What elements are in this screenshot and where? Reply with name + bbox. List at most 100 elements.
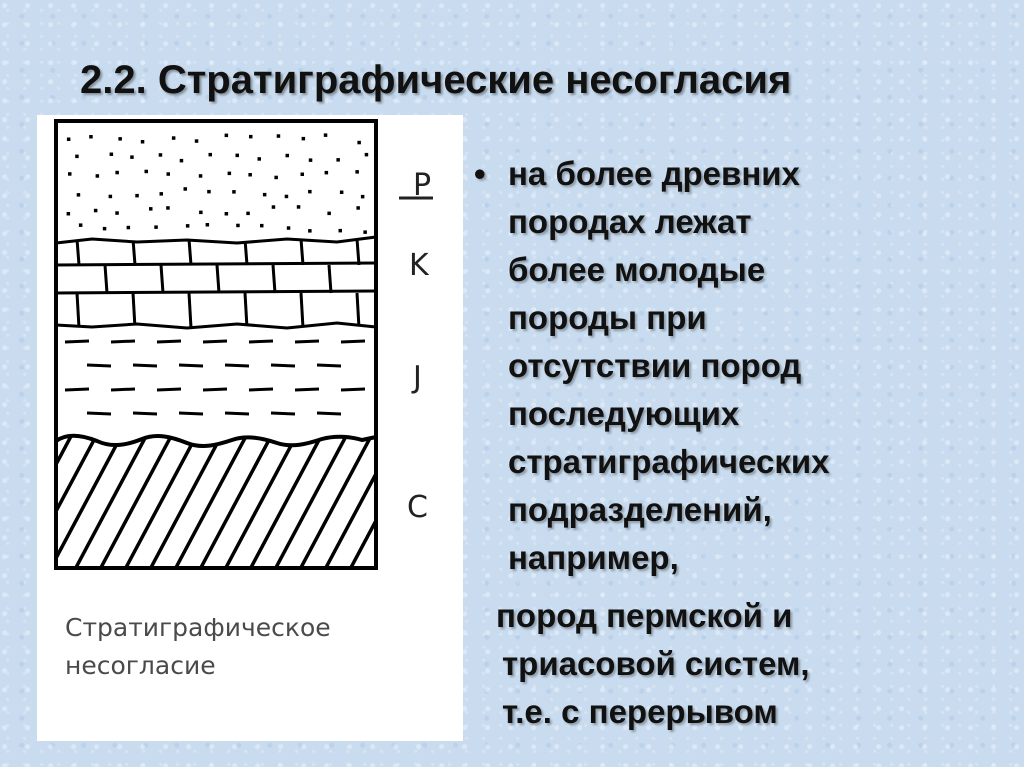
sand-dot [208, 152, 212, 157]
sand-dot [75, 154, 79, 159]
hatch-line [95, 435, 179, 568]
clay-dash [110, 387, 136, 392]
brick-joint [131, 238, 137, 266]
sand-dot [115, 211, 119, 215]
sand-dot [93, 208, 98, 213]
clay-dash [294, 339, 320, 344]
hatch-line [170, 435, 254, 568]
sand-dot [199, 210, 203, 215]
clay-dash [270, 411, 296, 416]
clay-dash [178, 363, 204, 368]
sand-dot [260, 223, 264, 228]
brick-joint [187, 238, 193, 266]
sand-dot [363, 230, 367, 234]
clay-dash [110, 339, 136, 344]
clay-dash [294, 387, 320, 392]
sand-dot [135, 193, 139, 198]
brick-joint [299, 292, 305, 328]
sand-dot [158, 153, 163, 157]
sand-dot [284, 194, 289, 199]
sand-dot [95, 174, 100, 178]
sand-dot [285, 153, 289, 158]
sand-dot [338, 228, 342, 233]
hatch-line [220, 435, 304, 568]
sand-dot [118, 137, 122, 141]
sand-dot [166, 206, 170, 210]
hatch-line [70, 435, 154, 568]
sand-dot [109, 152, 114, 156]
sand-dot [154, 225, 158, 229]
sand-dot [171, 136, 176, 140]
clay-dash [64, 387, 90, 392]
clay-dash [340, 387, 366, 392]
sand-dot [144, 169, 148, 174]
sand-dot [249, 134, 253, 139]
sand-dot [66, 212, 71, 216]
unconformity-boundary [54, 433, 377, 449]
sand-dot [246, 211, 250, 216]
continuation-line-3: т.е. с перерывом [502, 693, 778, 730]
hatch-line [120, 435, 204, 568]
bullet-line-6: последующих [508, 395, 740, 432]
hatch-line [295, 435, 376, 568]
label-p: P [413, 168, 431, 203]
clay-layer-dashes [64, 339, 366, 416]
sand-dot [149, 207, 153, 211]
sand-dot [364, 152, 369, 157]
sand-dot [198, 174, 203, 178]
continuation-line-1: пород пермской и [496, 597, 793, 634]
sand-dot [115, 170, 119, 175]
sand-dot [140, 140, 145, 144]
limestone-bottom-boundary [55, 321, 377, 330]
label-j: J [411, 360, 422, 395]
sand-dot [308, 189, 312, 194]
caption-line-2: несогласие [65, 651, 216, 680]
sand-dot [339, 190, 344, 194]
brick-joint [159, 264, 165, 294]
bullet-line-7: стратиграфических [508, 443, 830, 480]
hatch-line [56, 435, 79, 568]
brick-joint [355, 292, 361, 328]
clay-dash [270, 363, 296, 368]
sand-dot [130, 155, 134, 159]
brick-joint [131, 292, 137, 328]
sand-dot [323, 133, 328, 137]
clay-dash [156, 339, 182, 344]
sand-dot [224, 133, 229, 138]
bullet-line-2: породах лежат [508, 203, 752, 240]
clay-dash [132, 411, 158, 416]
sand-dot [78, 223, 83, 227]
caption-line-1: Стратиграфическое [65, 613, 331, 642]
clay-dash [64, 339, 90, 344]
sand-dot [205, 223, 210, 227]
clay-dash [86, 411, 112, 416]
brick-joint [327, 264, 333, 294]
sand-dot [102, 226, 107, 231]
hatch-line [345, 435, 376, 568]
brick-joint [187, 292, 193, 328]
sand-dot [236, 223, 240, 228]
brick-joint [271, 264, 277, 294]
sand-dot [185, 224, 190, 228]
hatch-line [270, 435, 354, 568]
sand-dot [301, 136, 306, 141]
limestone-layer-bricks [56, 238, 376, 328]
sand-dot [308, 158, 313, 162]
sand-dot [179, 158, 184, 163]
continuation-text: пород пермской и триасовой систем, т.е. … [470, 592, 1010, 736]
sand-dot [66, 137, 71, 141]
slide-title: 2.2. Стратиграфические несогласия [80, 58, 792, 102]
hatch-line [195, 435, 279, 568]
stratigraphic-column: P K J C [54, 119, 433, 570]
clay-dash [224, 411, 250, 416]
sand-dot [257, 157, 261, 161]
sand-dot [357, 140, 361, 145]
clay-dash [202, 339, 228, 344]
clay-dash [132, 363, 158, 368]
sand-dot [286, 226, 291, 230]
sand-layer-dots [66, 133, 369, 234]
sand-dot [126, 225, 131, 230]
sand-dot [327, 211, 331, 216]
sand-dot [224, 212, 229, 216]
hatch-line [56, 435, 104, 568]
